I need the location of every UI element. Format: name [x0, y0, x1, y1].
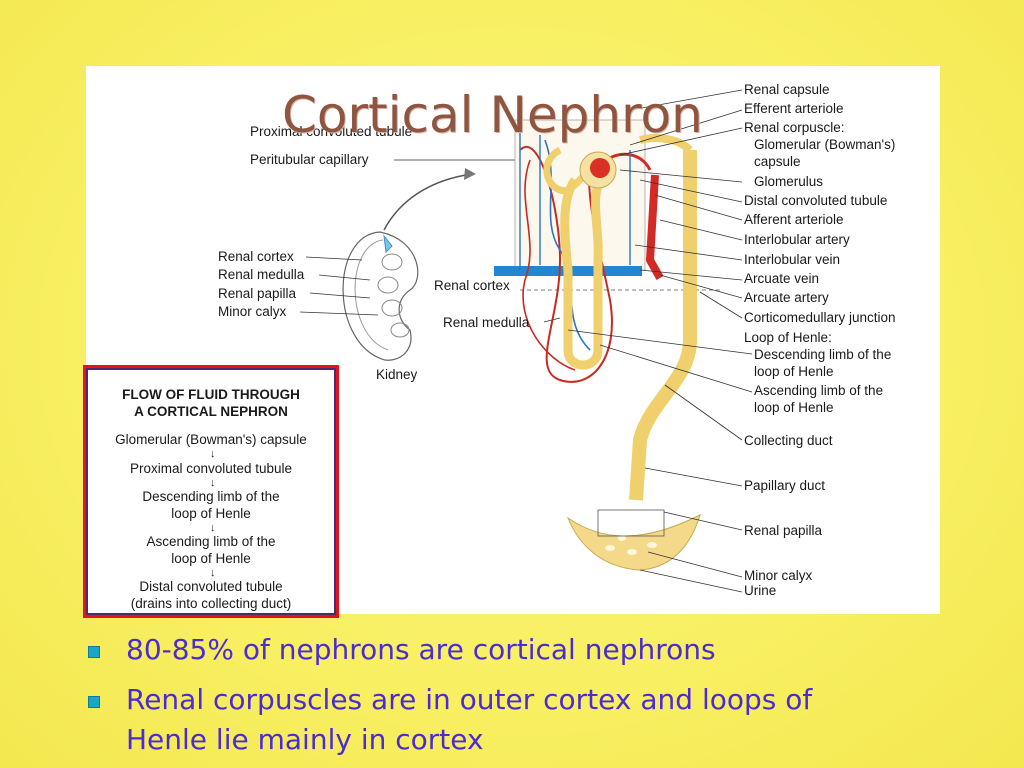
label-peritubular-capillary: Peritubular capillary — [250, 152, 369, 167]
label-descending-limb-line2: loop of Henle — [754, 364, 834, 379]
label-glomerulus: Glomerulus — [754, 174, 824, 189]
label-ascending-limb-line2: loop of Henle — [754, 400, 834, 415]
label-ascending-limb-line1: Ascending limb of the — [754, 383, 884, 398]
flow-step-ascending-limb-line2: loop of Henle — [171, 551, 251, 566]
label-arcuate-artery: Arcuate artery — [744, 290, 829, 305]
label-glomerular-capsule-line2: capsule — [754, 154, 801, 169]
flow-step-proximal-tubule: Proximal convoluted tubule — [129, 461, 293, 476]
label-glomerular-capsule-line1: Glomerular (Bowman's) — [754, 137, 896, 152]
flow-step-descending-limb-line2: loop of Henle — [171, 506, 251, 521]
label-corticomedullary-junction: Corticomedullary junction — [744, 310, 896, 325]
flow-arrow-icon: ↓ — [210, 522, 216, 534]
label-kidney: Kidney — [376, 367, 418, 382]
label-renal-cortex: Renal cortex — [434, 278, 510, 293]
flow-step-distal-tubule-line2: (drains into collecting duct) — [130, 596, 292, 611]
bullet-text: Renal corpuscles are in outer cortex and… — [126, 683, 813, 716]
label-descending-limb-line1: Descending limb of the — [754, 347, 892, 362]
label-loop-of-henle: Loop of Henle: — [744, 330, 832, 345]
label-efferent-arteriole: Efferent arteriole — [744, 101, 844, 116]
flow-step-ascending-limb-line1: Ascending limb of the — [146, 534, 276, 549]
label-renal-corpuscle: Renal corpuscle: — [744, 120, 845, 135]
label-minor-calyx-kidney: Minor calyx — [218, 304, 287, 319]
flow-box-title-line2: A CORTICAL NEPHRON — [134, 404, 288, 419]
label-collecting-duct: Collecting duct — [744, 433, 833, 448]
label-minor-calyx: Minor calyx — [744, 568, 813, 583]
kidney-drawing — [299, 159, 561, 361]
slide-title: Cortical Nephron — [282, 86, 703, 144]
flow-arrow-icon: ↓ — [210, 477, 216, 489]
label-arcuate-vein: Arcuate vein — [744, 271, 820, 286]
label-renal-medulla: Renal medulla — [443, 315, 530, 330]
bullet-square-icon — [88, 646, 100, 658]
label-afferent-arteriole: Afferent arteriole — [744, 212, 844, 227]
flow-step-distal-tubule-line1: Distal convoluted tubule — [139, 579, 283, 594]
flow-arrow-icon: ↓ — [210, 567, 216, 579]
label-renal-medulla-kidney: Renal medulla — [218, 267, 305, 282]
bullet-text: 80-85% of nephrons are cortical nephrons — [126, 633, 716, 666]
flow-of-fluid-box: FLOW OF FLUID THROUGH A CORTICAL NEPHRON… — [83, 365, 339, 618]
label-renal-papilla: Renal papilla — [744, 523, 823, 538]
label-renal-papilla-kidney: Renal papilla — [218, 286, 297, 301]
flow-box-title-line1: FLOW OF FLUID THROUGH — [122, 387, 300, 402]
flow-step-glomerular-capsule: Glomerular (Bowman's) capsule — [115, 432, 307, 447]
label-interlobular-artery: Interlobular artery — [744, 232, 850, 247]
label-proximal-convoluted-tubule: Proximal convoluted tubule — [250, 124, 413, 139]
label-interlobular-vein: Interlobular vein — [744, 252, 841, 267]
nephron-illustration — [299, 89, 753, 593]
bullet-text-continued: Henle lie mainly in cortex — [126, 723, 484, 756]
label-renal-capsule: Renal capsule — [744, 82, 830, 97]
nephron-drawing — [494, 89, 753, 593]
label-renal-cortex-kidney: Renal cortex — [218, 249, 294, 264]
flow-step-descending-limb-line1: Descending limb of the — [142, 489, 280, 504]
bullet-square-icon — [88, 696, 100, 708]
label-papillary-duct: Papillary duct — [744, 478, 826, 493]
label-distal-convoluted-tubule: Distal convoluted tubule — [744, 193, 888, 208]
label-urine: Urine — [744, 583, 777, 598]
flow-arrow-icon: ↓ — [210, 448, 216, 460]
